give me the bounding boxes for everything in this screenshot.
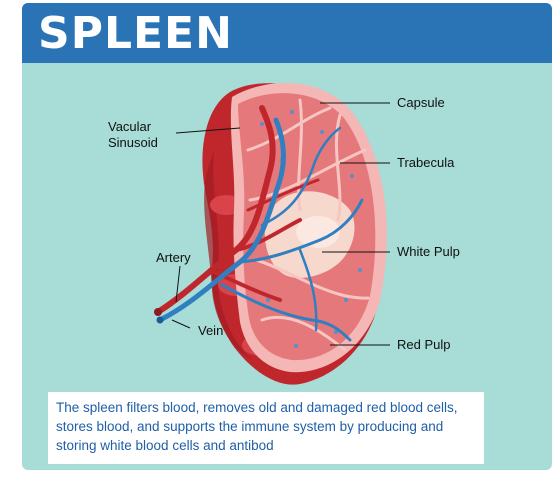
label-red-pulp: Red Pulp bbox=[397, 337, 450, 352]
label-artery: Artery bbox=[156, 250, 191, 265]
label-vascular-sinusoid-line2: Sinusoid bbox=[108, 135, 158, 150]
description-box: The spleen filters blood, removes old an… bbox=[48, 392, 484, 464]
vein-end bbox=[157, 317, 164, 324]
label-vein: Vein bbox=[198, 323, 223, 338]
artery-end bbox=[154, 308, 162, 316]
label-vascular-sinusoid-line1: Vacular bbox=[108, 119, 152, 134]
label-white-pulp: White Pulp bbox=[397, 244, 460, 259]
label-capsule: Capsule bbox=[397, 95, 445, 110]
label-trabecula: Trabecula bbox=[397, 155, 455, 170]
